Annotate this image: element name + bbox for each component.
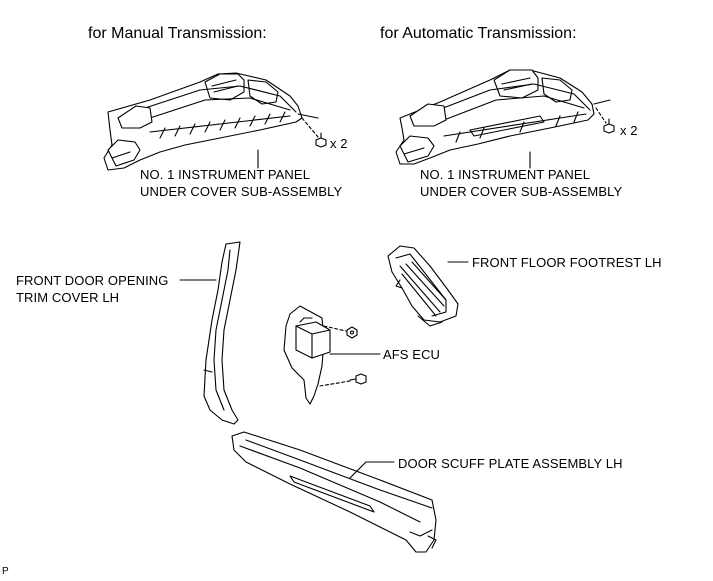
afs-ecu-illustration [283, 305, 381, 405]
auto-panel-label-line1: NO. 1 INSTRUMENT PANEL [420, 167, 591, 182]
manual-panel-label-line1: NO. 1 INSTRUMENT PANEL [140, 167, 311, 182]
automatic-under-cover-illustration [395, 69, 615, 169]
scuff-plate-illustration [231, 431, 437, 553]
manual-panel-label-line2: UNDER COVER SUB-ASSEMBLY [140, 184, 343, 199]
door-trim-label-line2: TRIM COVER LH [16, 290, 120, 305]
corner-mark: P [2, 566, 9, 577]
auto-bolt-count: x 2 [620, 123, 638, 138]
afs-ecu-label: AFS ECU [383, 347, 441, 362]
door-trim-label-line1: FRONT DOOR OPENING [16, 273, 169, 288]
manual-under-cover-illustration [103, 72, 327, 171]
manual-bolt-count: x 2 [330, 136, 348, 151]
heading-manual-transmission: for Manual Transmission: [88, 25, 267, 42]
auto-panel-label-line2: UNDER COVER SUB-ASSEMBLY [420, 184, 623, 199]
heading-automatic-transmission: for Automatic Transmission: [380, 25, 577, 42]
footrest-illustration [387, 245, 469, 327]
door-opening-trim-illustration [179, 241, 241, 425]
footrest-label: FRONT FLOOR FOOTREST LH [472, 255, 662, 270]
scuff-plate-label: DOOR SCUFF PLATE ASSEMBLY LH [398, 456, 623, 471]
